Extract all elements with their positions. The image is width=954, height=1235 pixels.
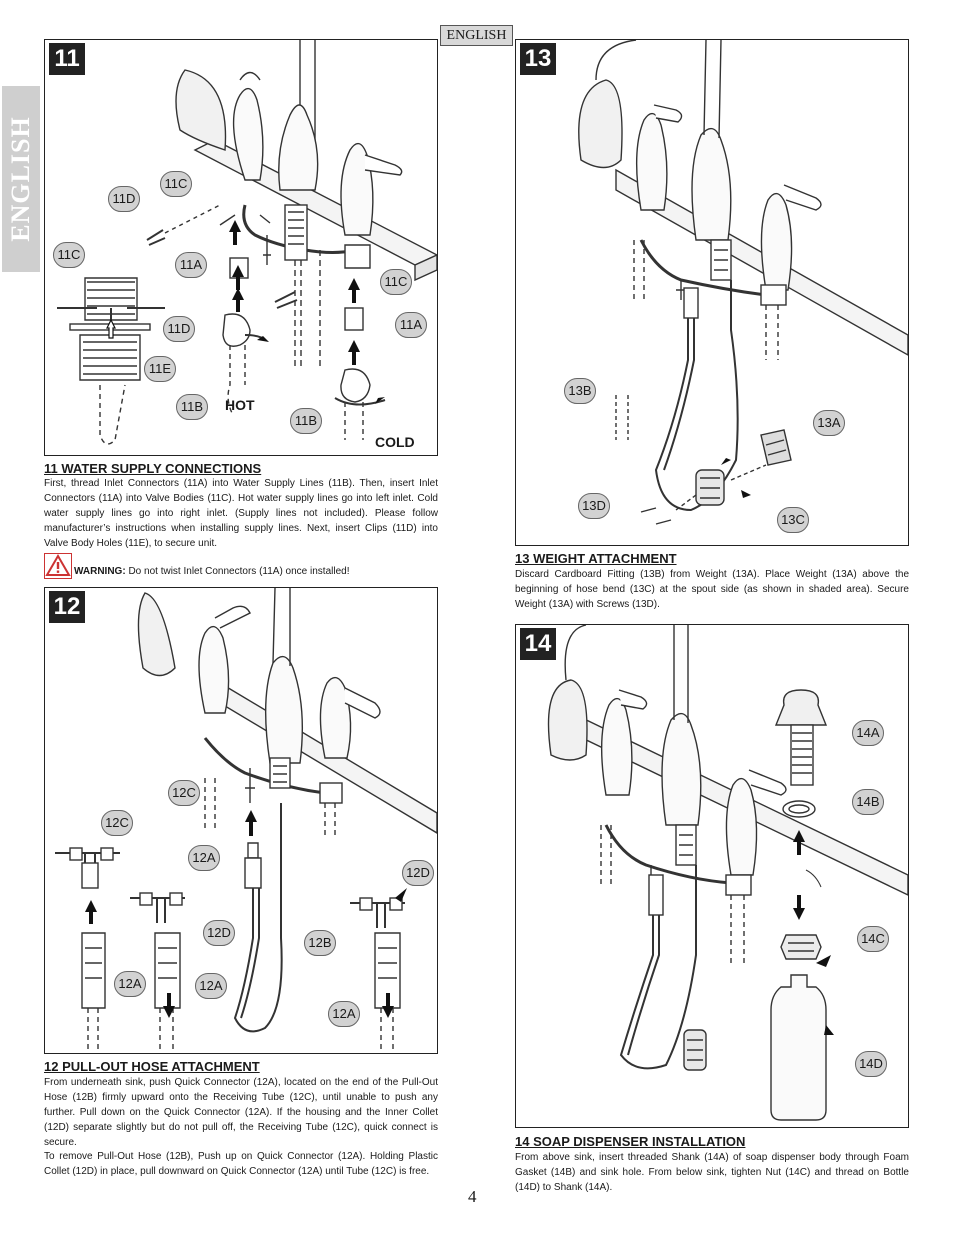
callout-14b: 14B	[852, 789, 884, 815]
callout-12c-a: 12C	[168, 780, 200, 806]
callout-11c-c: 11C	[380, 269, 412, 295]
step-13-title: 13 WEIGHT ATTACHMENT	[515, 551, 677, 566]
callout-11d-b: 11D	[163, 316, 195, 342]
callout-11b-a: 11B	[176, 394, 208, 420]
callout-14d: 14D	[855, 1051, 887, 1077]
callout-12d-b: 12D	[203, 920, 235, 946]
callout-11d-a: 11D	[108, 186, 140, 212]
warning-body: Do not twist Inlet Connectors (11A) once…	[128, 566, 350, 577]
callout-13a: 13A	[813, 410, 845, 436]
callout-11a-a: 11A	[175, 252, 207, 278]
callout-11a-b: 11A	[395, 312, 427, 338]
warning-icon	[44, 553, 72, 579]
side-language-label: ENGLISH	[6, 116, 35, 242]
callout-11c-b: 11C	[53, 242, 85, 268]
callout-12d-a: 12D	[402, 860, 434, 886]
step-14-title: 14 SOAP DISPENSER INSTALLATION	[515, 1134, 746, 1149]
step-11-panel: 11 11C 11D 11C 11A 11C 11A 11D 11E 11B 1…	[44, 39, 438, 456]
callout-11c-a: 11C	[160, 171, 192, 197]
callout-14c: 14C	[857, 926, 889, 952]
callout-11b-b: 11B	[290, 408, 322, 434]
callout-12b: 12B	[304, 930, 336, 956]
side-language-tab: ENGLISH	[2, 86, 40, 272]
step-14-panel: 14 14A 14B 14C 14D	[515, 624, 909, 1128]
step-14-number: 14	[520, 628, 556, 660]
step-12-number: 12	[49, 591, 85, 623]
step-13-panel: 13 13B 13A 13D 13C	[515, 39, 909, 546]
step-14-text: From above sink, insert threaded Shank (…	[515, 1152, 909, 1193]
callout-11e: 11E	[144, 356, 176, 382]
callout-13b: 13B	[564, 378, 596, 404]
step-13-illustration	[578, 40, 908, 525]
step-12-text-1: From underneath sink, push Quick Connect…	[44, 1077, 438, 1148]
warning-message: WARNING: Do not twist Inlet Connectors (…	[74, 566, 350, 577]
callout-13c: 13C	[777, 507, 809, 533]
step-14-illustration	[547, 625, 908, 1121]
warning-label: WARNING:	[74, 566, 126, 577]
step-11-title: 11 WATER SUPPLY CONNECTIONS	[44, 461, 262, 476]
step-13-number: 13	[520, 43, 556, 75]
language-tab: ENGLISH	[440, 25, 513, 46]
step-12-title: 12 PULL-OUT HOSE ATTACHMENT	[44, 1059, 260, 1074]
page-number: 4	[468, 1187, 477, 1206]
callout-12a-b: 12A	[114, 971, 146, 997]
callout-12a-c: 12A	[195, 973, 227, 999]
hot-label: HOT	[225, 397, 255, 413]
step-12-text-2: To remove Pull-Out Hose (12B), Push up o…	[44, 1151, 438, 1177]
callout-12a-d: 12A	[328, 1001, 360, 1027]
step-11-number: 11	[49, 43, 85, 75]
callout-12c-b: 12C	[101, 810, 133, 836]
step-11-illustration	[57, 40, 437, 445]
step-11-warning: WARNING: Do not twist Inlet Connectors (…	[44, 553, 444, 581]
callout-12a-a: 12A	[188, 845, 220, 871]
step-12-illustration	[55, 588, 437, 1053]
callout-14a: 14A	[852, 720, 884, 746]
step-12-panel: 12 12C 12C 12A 12D 12D 12B 12A 12A 12A	[44, 587, 438, 1054]
step-13-text: Discard Cardboard Fitting (13B) from Wei…	[515, 569, 909, 610]
callout-13d: 13D	[578, 493, 610, 519]
step-11-text: First, thread Inlet Connectors (11A) int…	[44, 478, 438, 549]
cold-label: COLD	[375, 434, 415, 450]
